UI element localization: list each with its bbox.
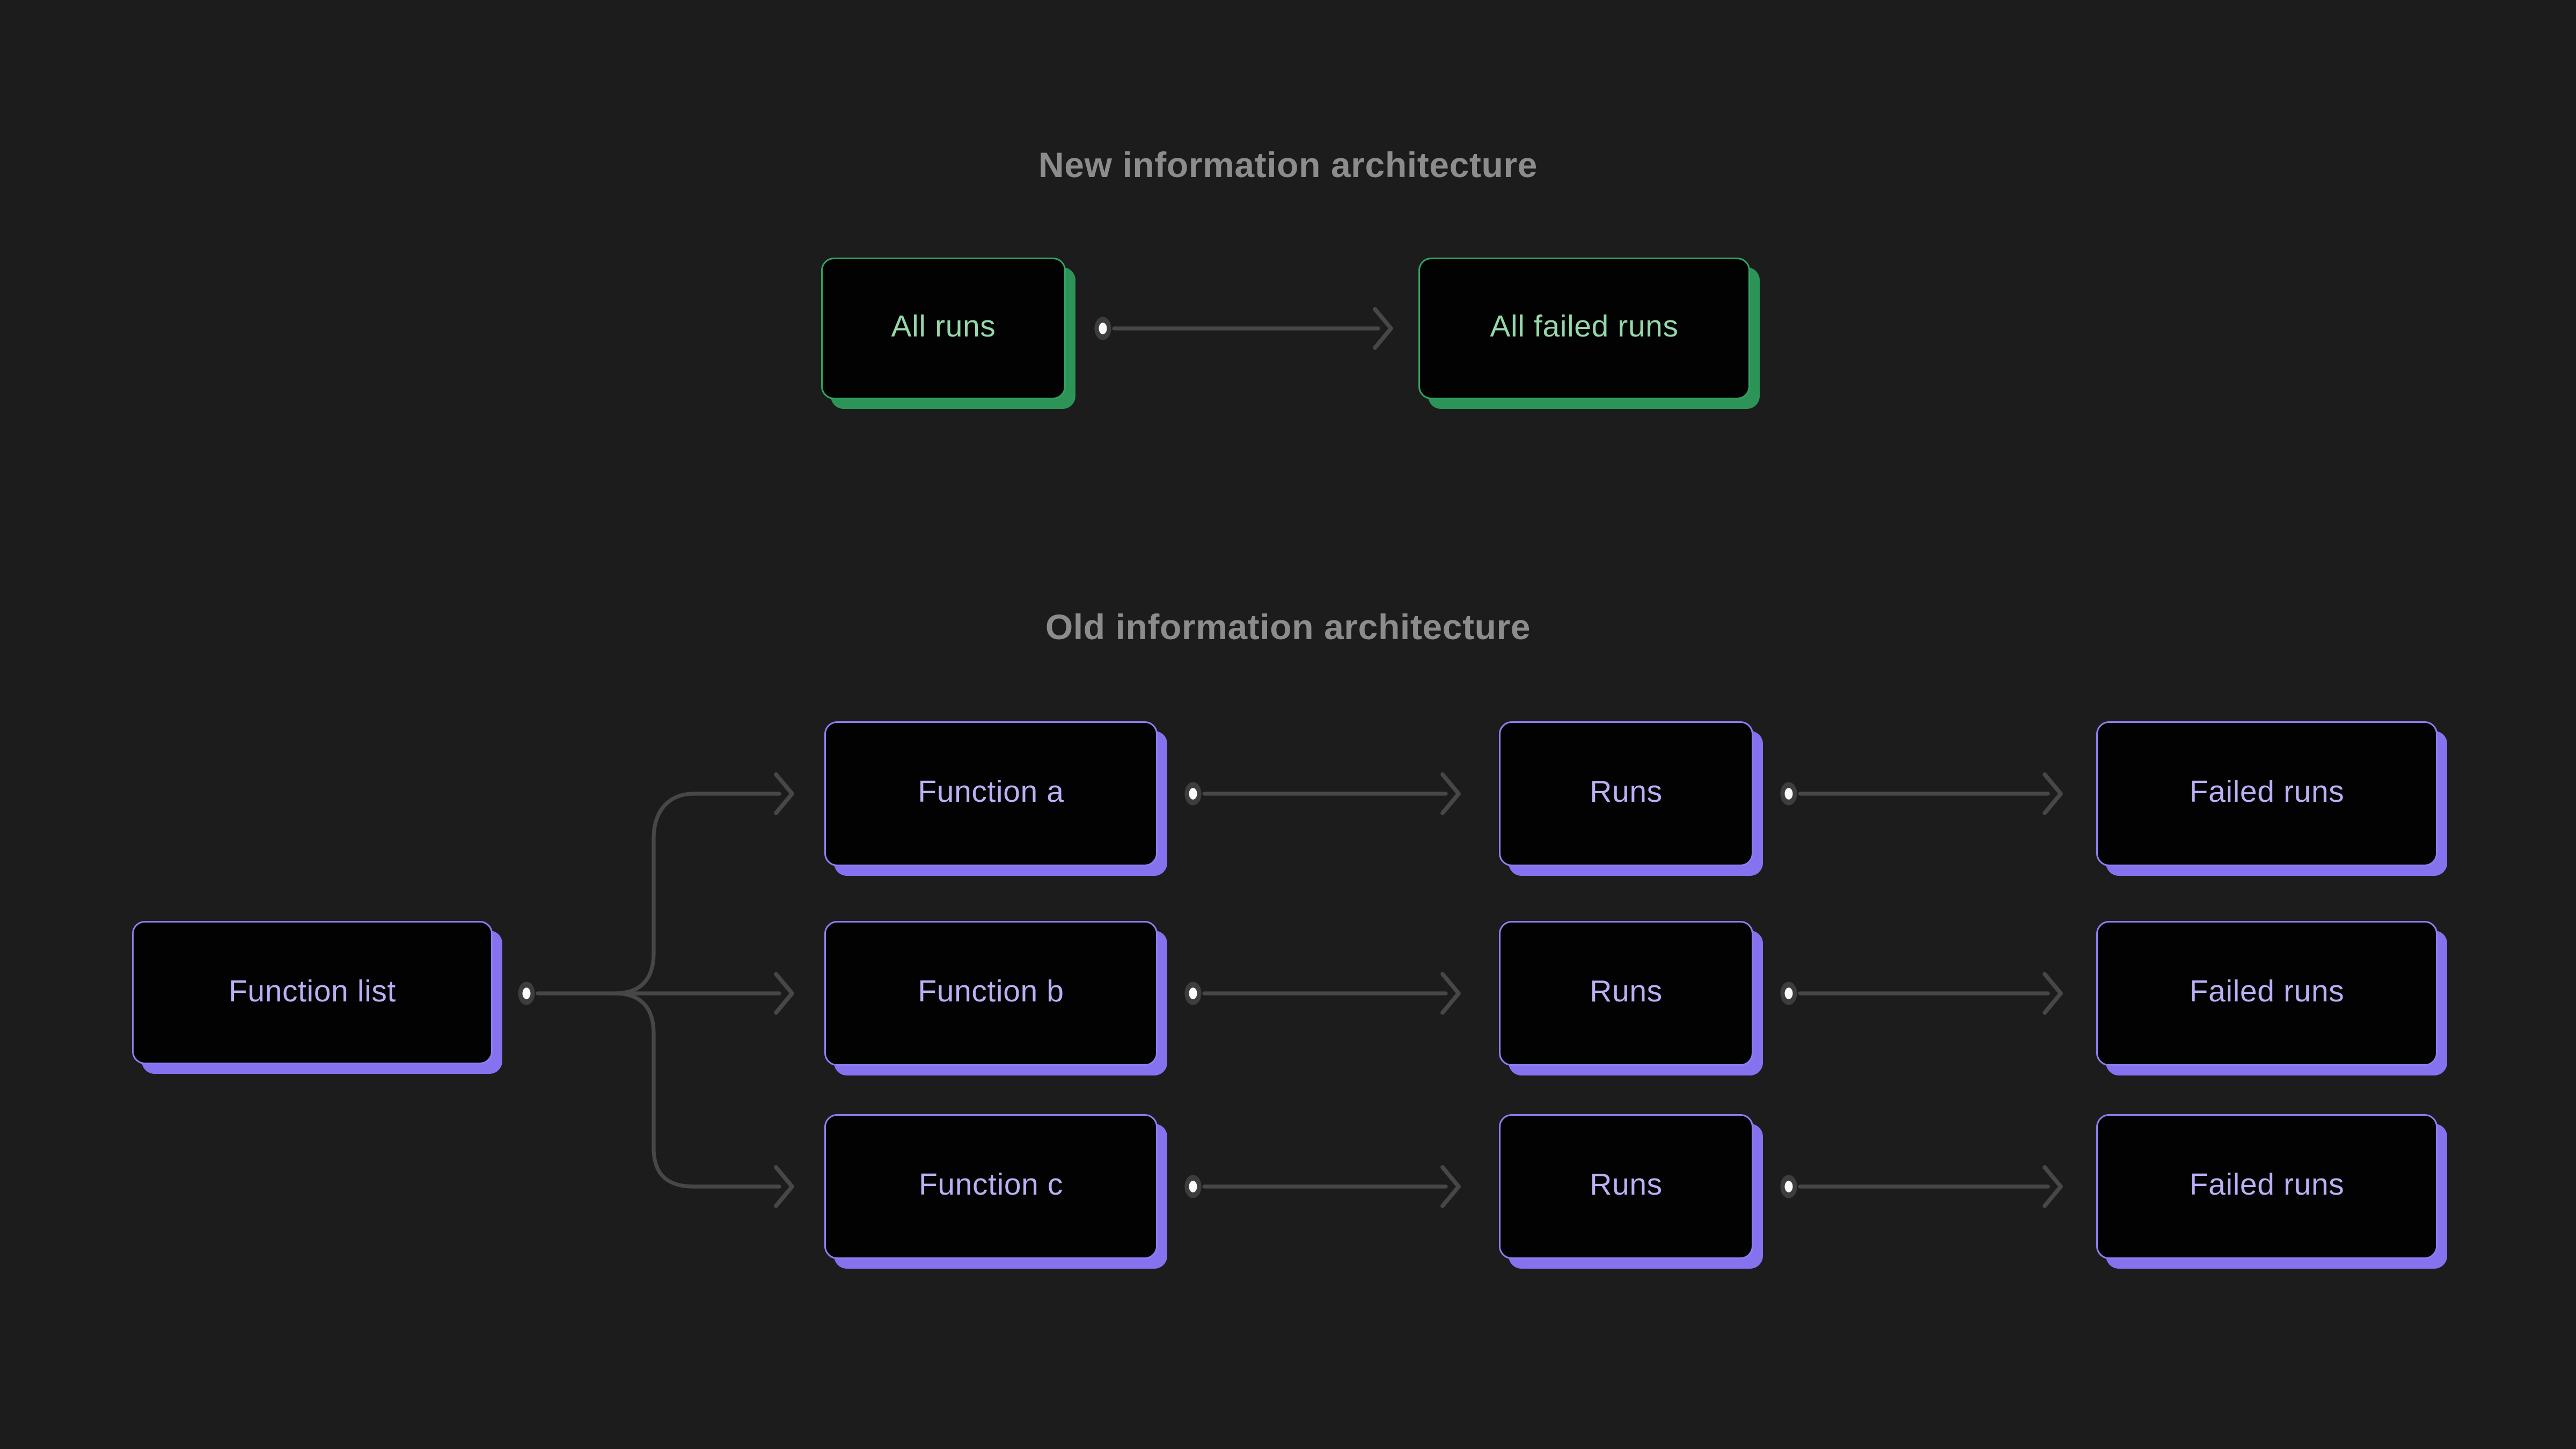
node-runs-a: Runs: [1499, 721, 1753, 866]
connector-runs-b-to-failed: [1780, 972, 2063, 1015]
node-function-c: Function c: [824, 1114, 1158, 1259]
connector-runs-a-to-failed: [1780, 772, 2063, 815]
node-failed-runs-c: Failed runs: [2096, 1114, 2438, 1259]
arrowhead-icon: [2043, 972, 2063, 1015]
node-function-b: Function b: [824, 921, 1158, 1066]
source-dot-icon: [1184, 1175, 1202, 1198]
source-dot-icon: [1184, 982, 1202, 1005]
arrowhead-icon: [1440, 972, 1461, 1015]
connector-all-runs-to-all-failed: [1094, 307, 1393, 350]
connector-line: [613, 991, 781, 1189]
arrowhead-icon: [1440, 772, 1461, 815]
source-dot-icon: [1184, 782, 1202, 806]
arrowhead-icon: [2043, 1165, 2063, 1208]
node-function-list: Function list: [132, 921, 493, 1064]
node-function-a: Function a: [824, 721, 1158, 866]
arrowhead-icon: [774, 972, 794, 1015]
connector-runs-c-to-failed: [1780, 1165, 2063, 1208]
connector-function-list-branch: [518, 772, 794, 1208]
node-failed-runs-a: Failed runs: [2096, 721, 2438, 866]
connector-line: [613, 792, 781, 996]
source-dot-icon: [1094, 317, 1111, 340]
arrowhead-icon: [2043, 772, 2063, 815]
node-runs-c: Runs: [1499, 1114, 1753, 1259]
source-dot-icon: [1780, 982, 1797, 1005]
node-failed-runs-b: Failed runs: [2096, 921, 2438, 1066]
source-dot-icon: [1780, 782, 1797, 806]
arrowhead-icon: [1440, 1165, 1461, 1208]
node-runs-b: Runs: [1499, 921, 1753, 1066]
new-architecture-title: New information architecture: [1038, 145, 1538, 185]
connector-function-a-to-runs: [1184, 772, 1461, 815]
node-all-runs: All runs: [821, 258, 1066, 399]
connector-function-c-to-runs: [1184, 1165, 1461, 1208]
node-all-failed-runs: All failed runs: [1418, 258, 1750, 399]
old-architecture-title: Old information architecture: [1045, 607, 1531, 647]
arrowhead-icon: [774, 772, 794, 815]
source-dot-icon: [1780, 1175, 1797, 1198]
source-dot-icon: [518, 982, 535, 1005]
connector-function-b-to-runs: [1184, 972, 1461, 1015]
arrowhead-icon: [1373, 307, 1393, 350]
arrowhead-icon: [774, 1165, 794, 1208]
